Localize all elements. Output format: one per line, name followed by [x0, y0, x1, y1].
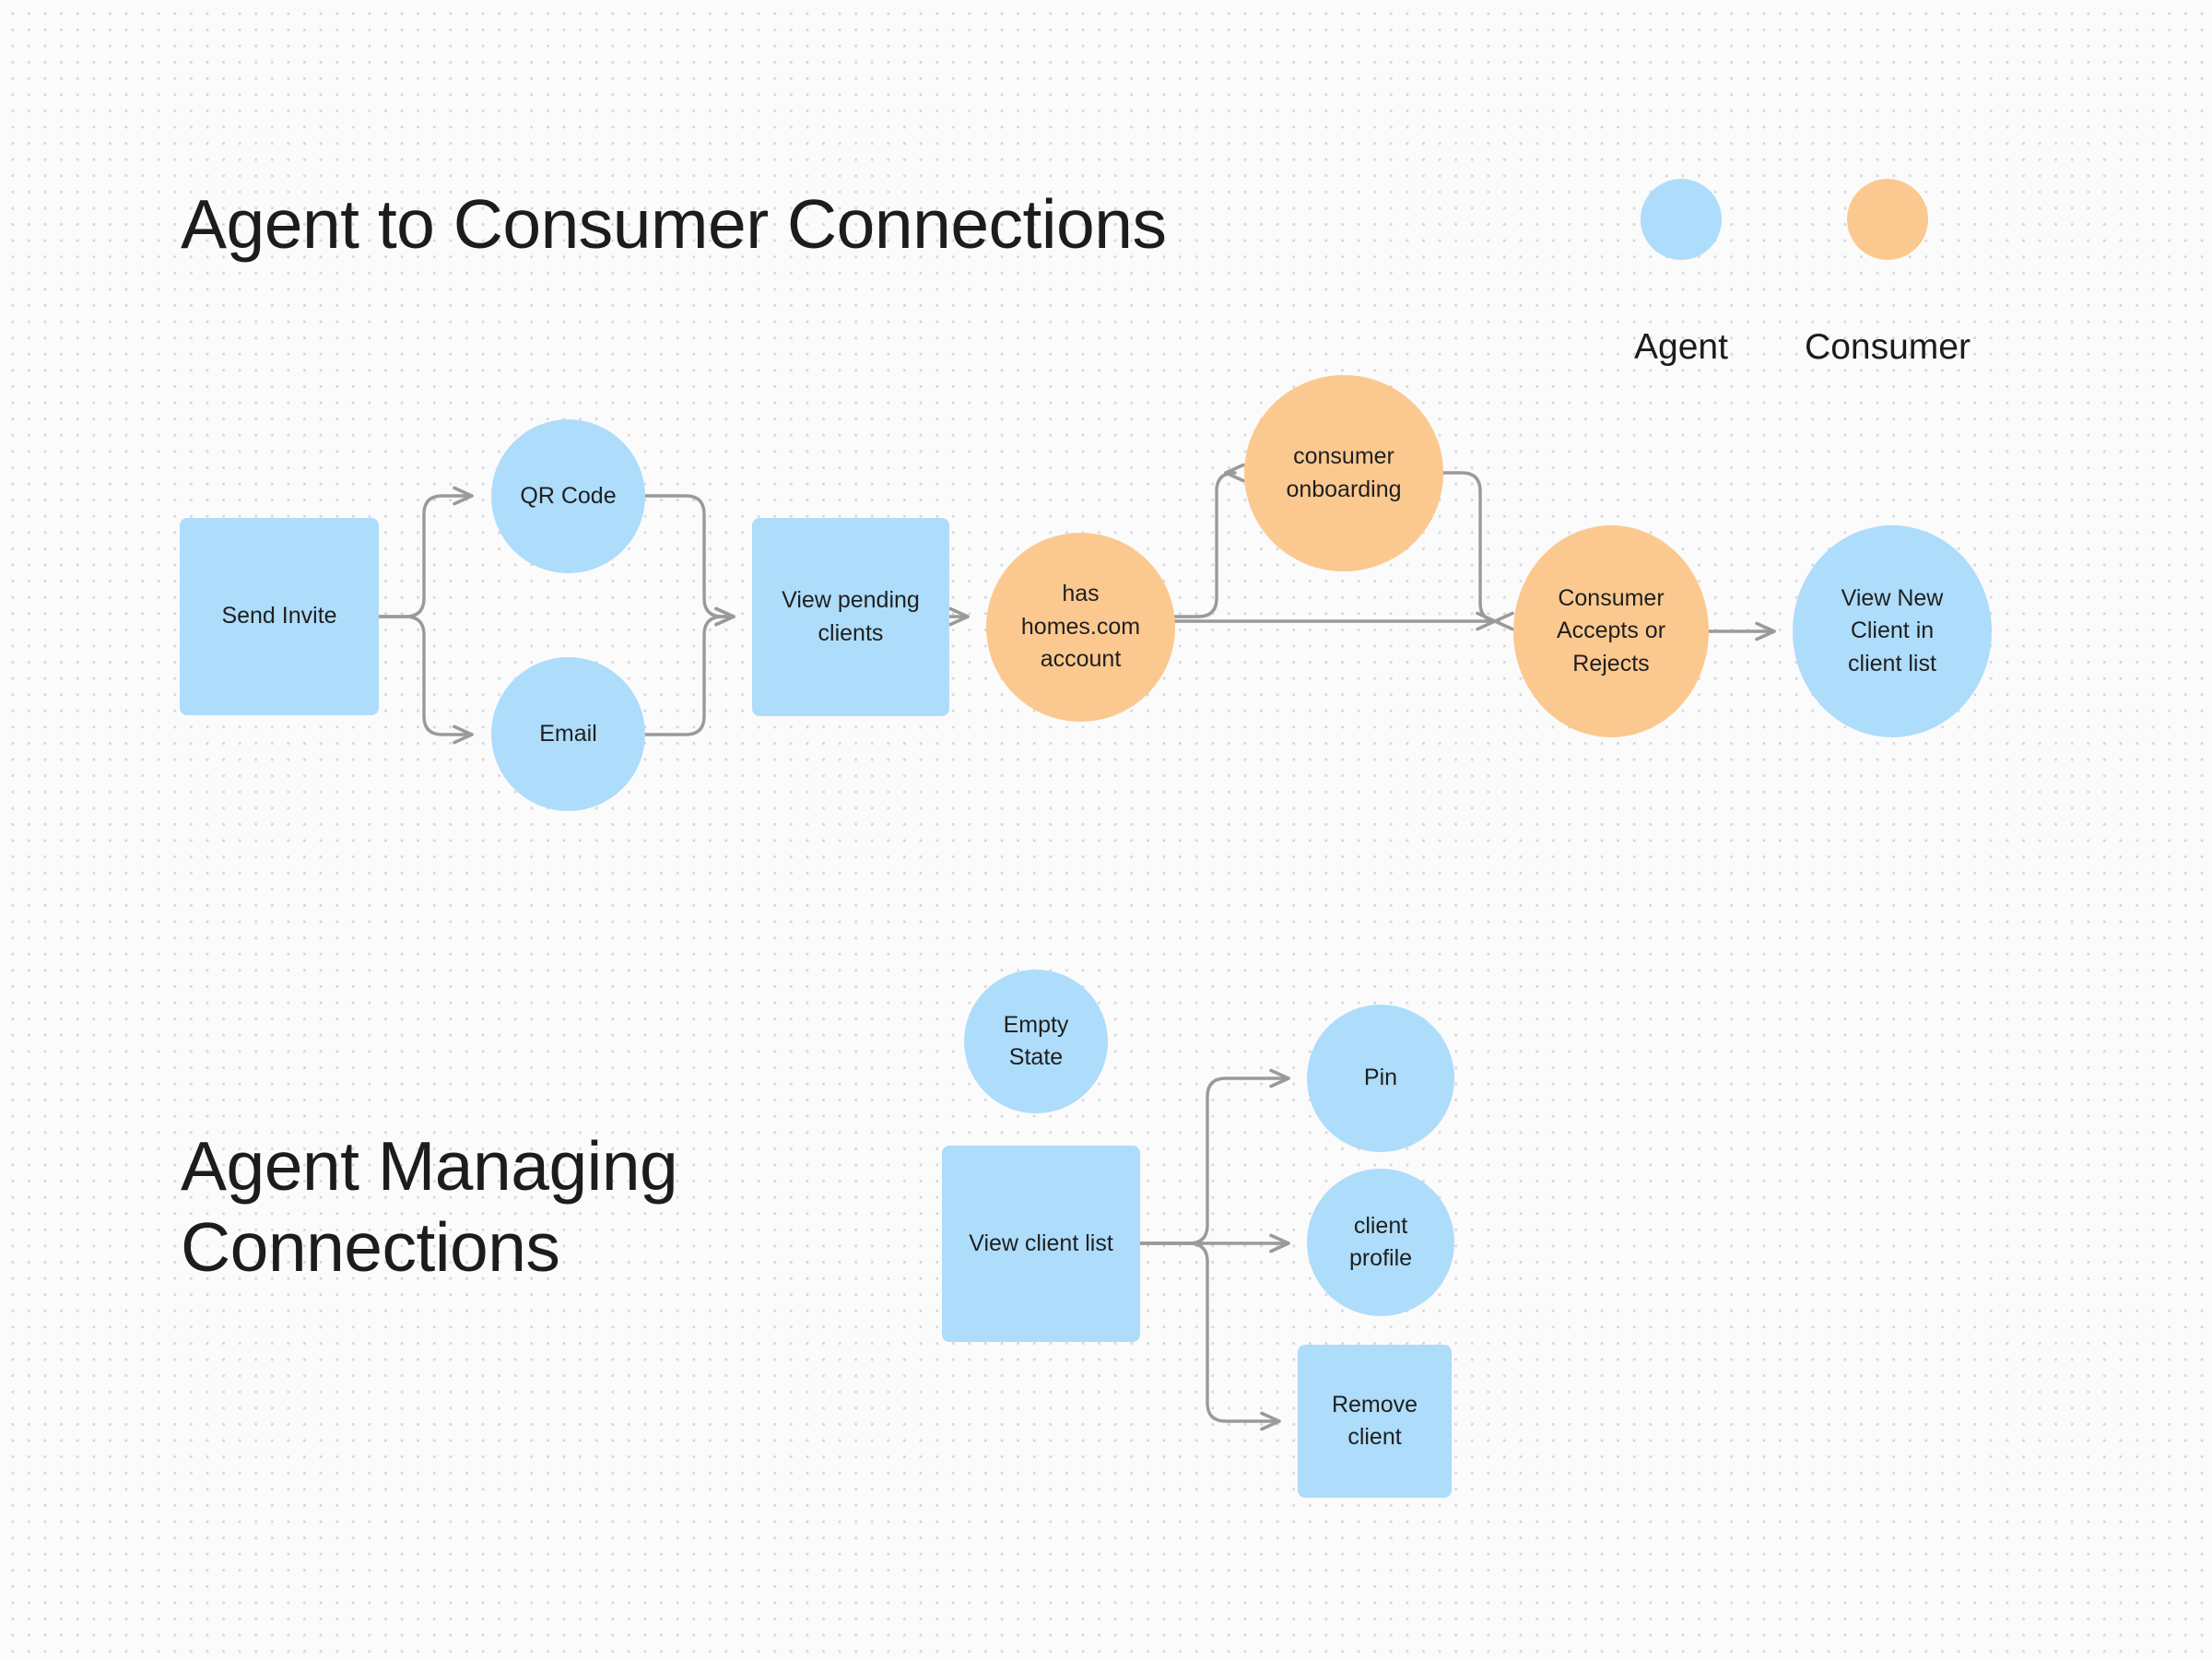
- edge-view-client-list-to-remove-client: [1138, 1241, 1281, 1431]
- edge-has-account-to-consumer-onboarding: [1173, 463, 1245, 618]
- edge-qr-code-to-view-pending: [643, 494, 735, 627]
- node-accepts-rejects[interactable]: Consumer Accepts or Rejects: [1513, 525, 1709, 737]
- node-remove-client[interactable]: Remove client: [1298, 1345, 1452, 1498]
- node-pin[interactable]: Pin: [1307, 1005, 1454, 1152]
- legend-swatch-consumer: [1847, 179, 1928, 260]
- legend-label-consumer: Consumer: [1805, 327, 1971, 367]
- section-title-agent-managing-connections: Agent Managing Connections: [181, 1127, 678, 1286]
- node-send-invite[interactable]: Send Invite: [180, 518, 379, 715]
- edge-send-invite-to-qr-code: [377, 486, 474, 618]
- node-qr-code[interactable]: QR Code: [491, 419, 645, 573]
- edge-send-invite-to-email: [377, 615, 474, 745]
- node-client-profile[interactable]: client profile: [1307, 1169, 1454, 1316]
- edge-consumer-onboarding-to-accepts: [1441, 471, 1514, 631]
- node-view-pending[interactable]: View pending clients: [752, 518, 949, 716]
- node-email[interactable]: Email: [491, 657, 645, 811]
- node-view-new-client[interactable]: View New Client in client list: [1793, 525, 1992, 737]
- edge-email-to-view-pending: [643, 606, 735, 736]
- node-view-client-list[interactable]: View client list: [942, 1146, 1140, 1342]
- section-title-agent-to-consumer-connections: Agent to Consumer Connections: [181, 185, 1167, 263]
- node-consumer-onboard[interactable]: consumer onboarding: [1244, 375, 1443, 571]
- legend-swatch-agent: [1641, 179, 1722, 260]
- node-empty-state[interactable]: Empty State: [964, 970, 1108, 1113]
- node-has-account[interactable]: has homes.com account: [986, 533, 1175, 722]
- legend-label-agent: Agent: [1634, 327, 1728, 367]
- edge-view-client-list-to-pin: [1138, 1068, 1290, 1245]
